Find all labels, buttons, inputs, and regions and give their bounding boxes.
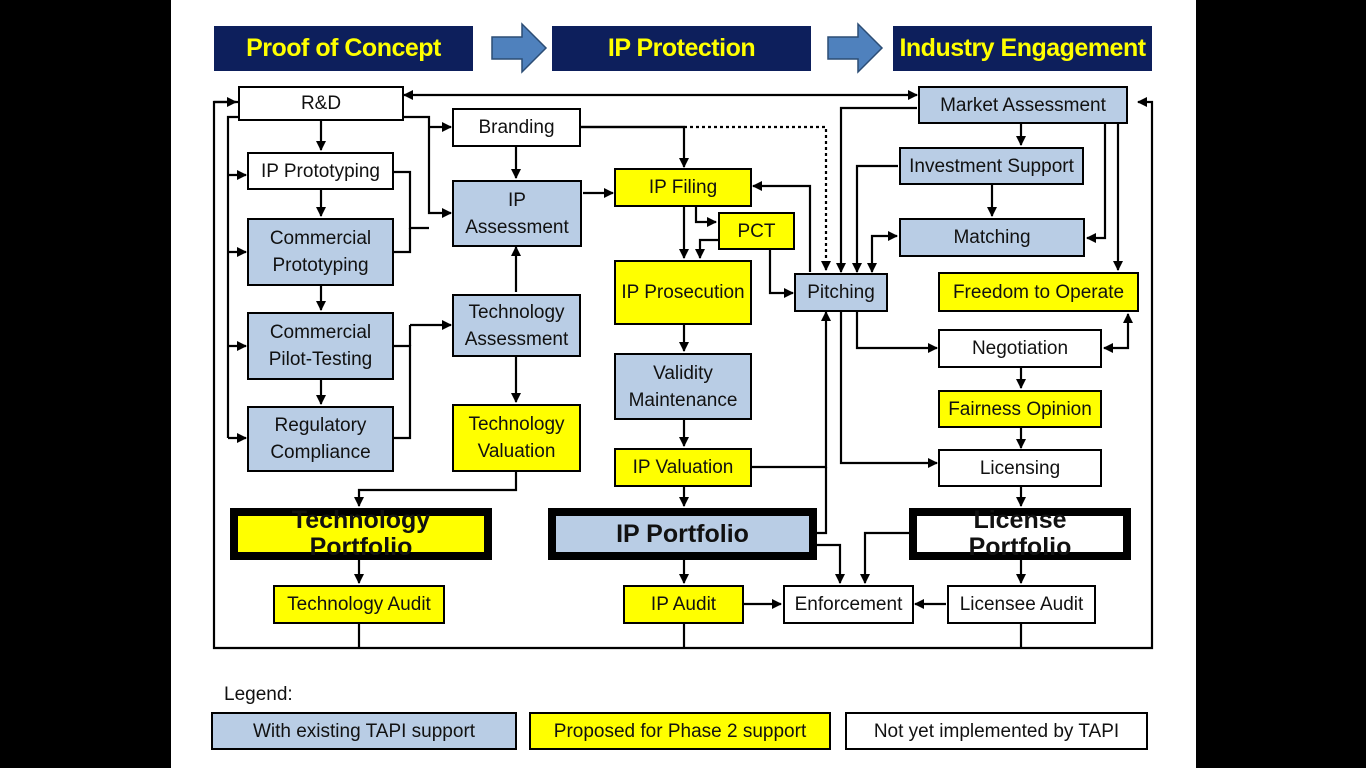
box-pct: PCT [718,212,795,250]
header-ip-protection: IP Protection [552,26,811,71]
box-negotiation: Negotiation [938,329,1102,368]
header-chevron-1-icon [491,22,548,74]
box-ip-prosecution: IP Prosecution [614,260,752,325]
box-ip-valuation: IP Valuation [614,448,752,487]
box-technology-valuation: Technology Valuation [452,404,581,472]
box-rd: R&D [238,86,404,121]
legend-proposed-support: Proposed for Phase 2 support [529,712,831,750]
box-technology-audit: Technology Audit [273,585,445,624]
header-proof-of-concept: Proof of Concept [214,26,473,71]
box-licensee-audit: Licensee Audit [947,585,1096,624]
box-commercial-pilot-testing: Commercial Pilot-Testing [247,312,394,380]
box-matching: Matching [899,218,1085,257]
legend-not-implemented: Not yet implemented by TAPI [845,712,1148,750]
box-licensing: Licensing [938,449,1102,487]
legend-title: Legend: [224,684,293,705]
box-technology-portfolio: Technology Portfolio [230,507,492,561]
box-branding: Branding [452,108,581,147]
box-pitching: Pitching [794,273,888,312]
legend-existing-support: With existing TAPI support [211,712,517,750]
box-fairness-opinion: Fairness Opinion [938,390,1102,428]
box-ip-filing: IP Filing [614,168,752,207]
box-investment-support: Investment Support [899,147,1084,185]
box-commercial-prototyping: Commercial Prototyping [247,218,394,286]
box-validity-maintenance: Validity Maintenance [614,353,752,420]
header-chevron-2-icon [827,22,884,74]
box-ip-portfolio: IP Portfolio [548,508,817,560]
box-enforcement: Enforcement [783,585,914,624]
box-technology-assessment: Technology Assessment [452,294,581,357]
box-license-portfolio: License Portfolio [909,507,1131,561]
box-freedom-to-operate: Freedom to Operate [938,272,1139,312]
box-ip-assessment: IP Assessment [452,180,582,247]
box-ip-prototyping: IP Prototyping [247,152,394,190]
box-ip-audit: IP Audit [623,585,744,624]
box-market-assessment: Market Assessment [918,86,1128,124]
header-industry-engagement: Industry Engagement [893,26,1152,71]
box-regulatory-compliance: Regulatory Compliance [247,406,394,472]
